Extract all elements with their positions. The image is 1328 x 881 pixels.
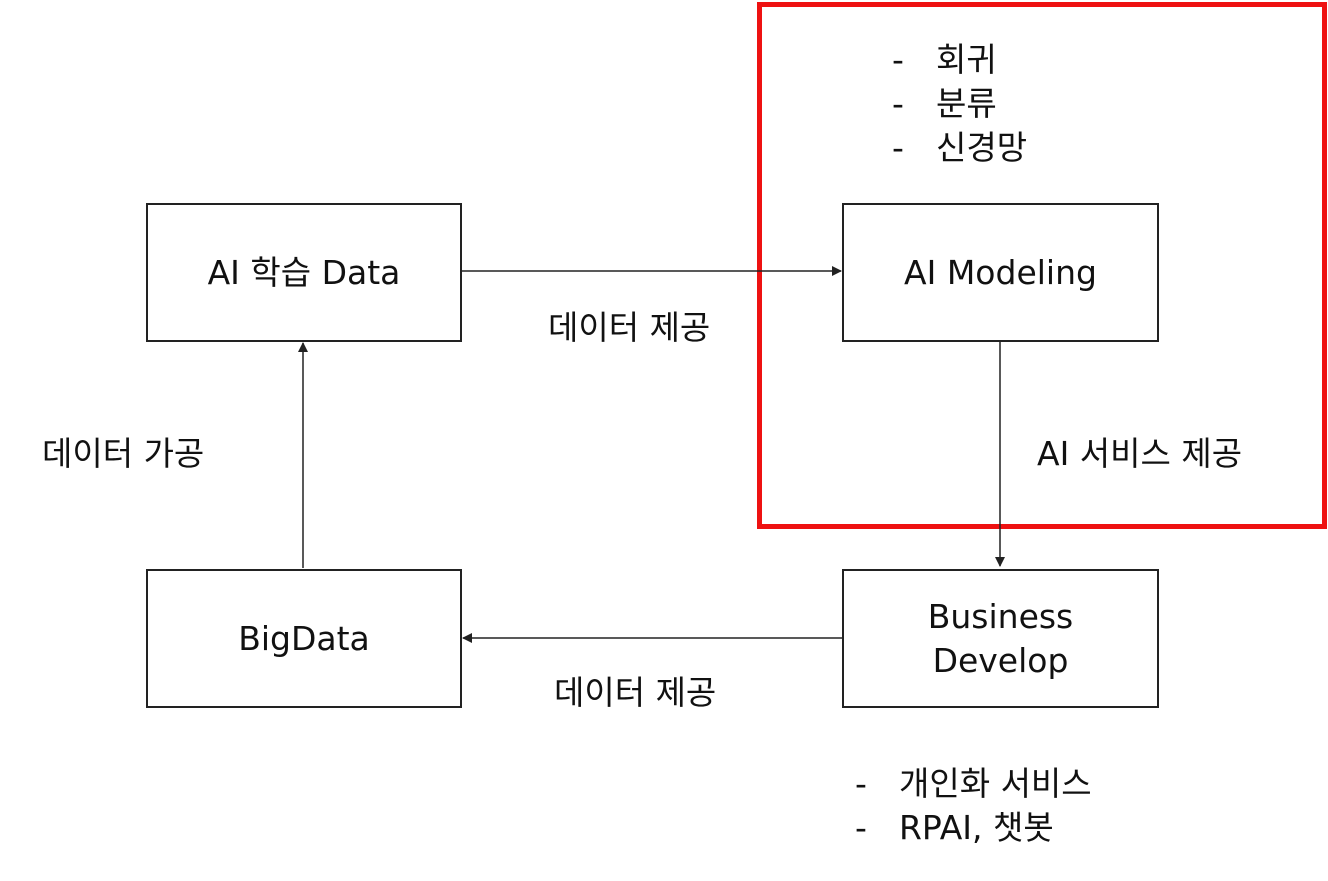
list-item: -신경망 — [892, 126, 1027, 170]
business-develop-box: Business Develop — [842, 569, 1159, 708]
bigdata-box: BigData — [146, 569, 462, 708]
edge-label-business-to-bigdata: 데이터 제공 — [554, 673, 717, 712]
bigdata-label: BigData — [238, 618, 370, 658]
list-item-text: 분류 — [936, 84, 997, 123]
ai-training-data-box: AI 학습 Data — [146, 203, 462, 342]
edge-label-modeling-to-business: AI 서비스 제공 — [1037, 434, 1243, 473]
modeling-highlight-frame — [757, 2, 1327, 529]
modeling-items-list: -회귀 -분류 -신경망 — [892, 38, 1027, 170]
edge-label-training-to-modeling: 데이터 제공 — [548, 308, 711, 347]
business-items-list: -개인화 서비스 -RPAI, 챗봇 — [855, 762, 1092, 850]
bullet-dash: - — [892, 84, 904, 123]
list-item-text: 신경망 — [936, 128, 1028, 167]
list-item: -RPAI, 챗봇 — [855, 806, 1092, 850]
bullet-dash: - — [855, 808, 867, 847]
ai-modeling-label: AI Modeling — [904, 252, 1097, 292]
list-item: -회귀 — [892, 38, 1027, 82]
business-develop-label-line2: Develop — [932, 640, 1069, 680]
business-develop-label-line1: Business — [927, 596, 1074, 636]
list-item-text: 회귀 — [936, 40, 997, 79]
ai-training-data-label: AI 학습 Data — [207, 252, 401, 292]
bullet-dash: - — [855, 764, 867, 803]
bullet-dash: - — [892, 128, 904, 167]
list-item-text: RPAI, 챗봇 — [899, 808, 1054, 847]
list-item: -개인화 서비스 — [855, 762, 1092, 806]
edge-label-bigdata-to-training: 데이터 가공 — [42, 434, 205, 473]
ai-modeling-box: AI Modeling — [842, 203, 1159, 342]
list-item-text: 개인화 서비스 — [899, 764, 1092, 803]
list-item: -분류 — [892, 82, 1027, 126]
bullet-dash: - — [892, 40, 904, 79]
